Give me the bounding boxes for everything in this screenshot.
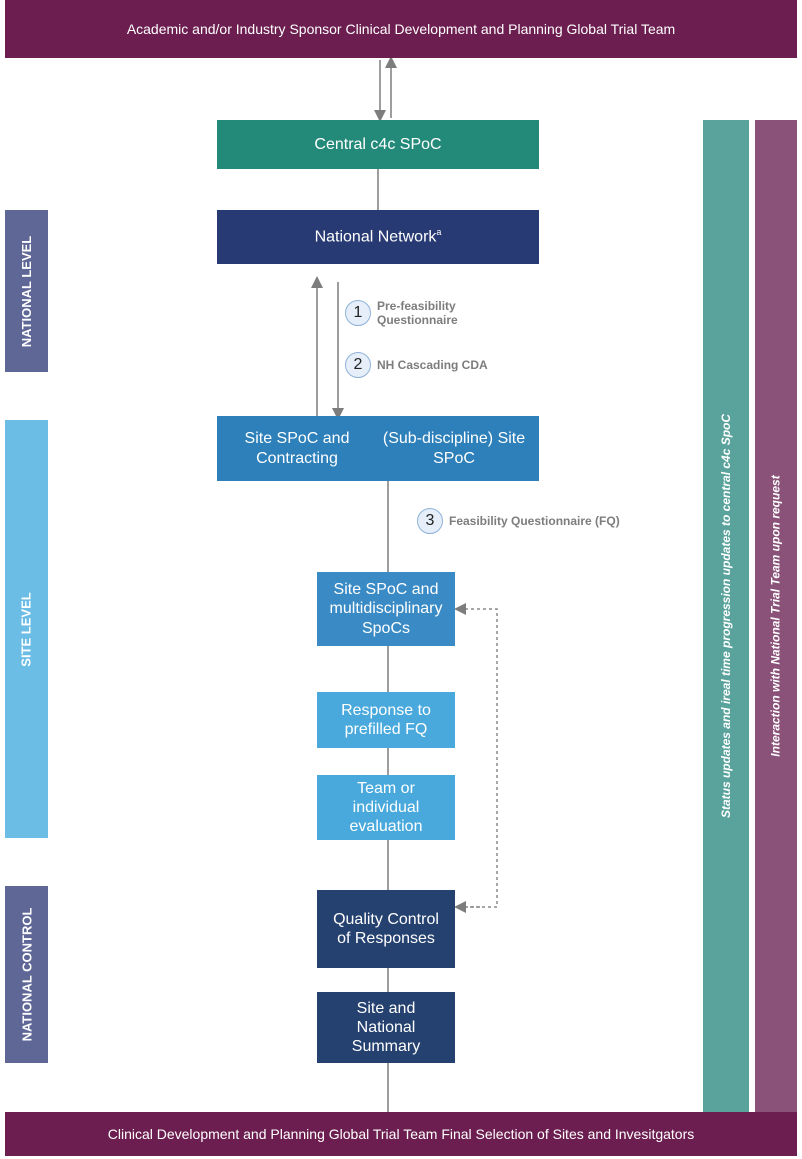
interaction-bar: Interaction with National Trial Team upo… [755,120,797,1112]
site-level-text: SITE LEVEL [19,591,34,667]
site-spoc-row: Site SPoC and Contracting (Sub-disciplin… [217,416,539,481]
bottom-banner-text: Clinical Development and Planning Global… [107,1126,695,1142]
top-banner: Academic and/or Industry Sponsor Clinica… [5,0,797,58]
step-2-number: 2 [345,352,371,378]
step-3-label: Feasibility Questionnaire (FQ) [449,513,620,528]
multidisciplinary-spocs-box: Site SPoC and multidisciplinary SpoCs [317,572,455,646]
quality-control-text: Quality Control of Responses [333,910,439,947]
team-evaluation-text: Team or individual evaluation [349,779,423,836]
team-evaluation-box: Team or individual evaluation [317,775,455,840]
step-3-number: 3 [417,508,443,534]
bottom-banner: Clinical Development and Planning Global… [5,1112,797,1156]
step-2-label: NH Cascading CDA [377,357,488,372]
step-3: 3 Feasibility Questionnaire (FQ) [417,508,629,534]
top-banner-text: Academic and/or Industry Sponsor Clinica… [126,21,676,37]
national-network-box: National Networka [217,210,539,264]
site-national-summary-box: Site and National Summary [317,992,455,1063]
national-control-text: NATIONAL CONTROL [19,907,34,1042]
status-updates-bar: Status updates and ireal time progressio… [703,120,749,1112]
status-updates-text: Status updates and ireal time progressio… [719,413,734,819]
step-1-number: 1 [345,300,371,327]
step-1: 1 Pre-feasibility Questionnaire [345,299,477,328]
national-network-footnote: a [436,227,442,238]
step-2: 2 NH Cascading CDA [345,352,517,378]
site-level-label: SITE LEVEL [5,420,48,838]
quality-control-box: Quality Control of Responses [317,890,455,968]
central-spoc-text: Central c4c SPoC [314,135,442,153]
interaction-text: Interaction with National Trial Team upo… [769,475,783,757]
step-1-label: Pre-feasibility Questionnaire [377,299,458,328]
central-spoc-box: Central c4c SPoC [217,120,539,169]
response-prefilled-box: Response to prefilled FQ [317,692,455,748]
response-prefilled-text: Response to prefilled FQ [341,701,431,738]
sub-discipline-spoc-text: (Sub-discipline) Site SPoC [382,430,526,467]
site-spoc-contracting-text: Site SPoC and Contracting [244,430,350,467]
multidisciplinary-spocs-text: Site SPoC and multidisciplinary SpoCs [329,581,443,637]
dotted-feedback [454,603,498,908]
national-level-text: NATIONAL LEVEL [19,235,34,347]
national-level-label: NATIONAL LEVEL [5,210,48,372]
national-network-text: National Network [314,228,437,246]
site-national-summary-text: Site and National Summary [351,999,421,1056]
national-control-label: NATIONAL CONTROL [5,886,48,1063]
national-network-label: National Networka [315,227,442,247]
